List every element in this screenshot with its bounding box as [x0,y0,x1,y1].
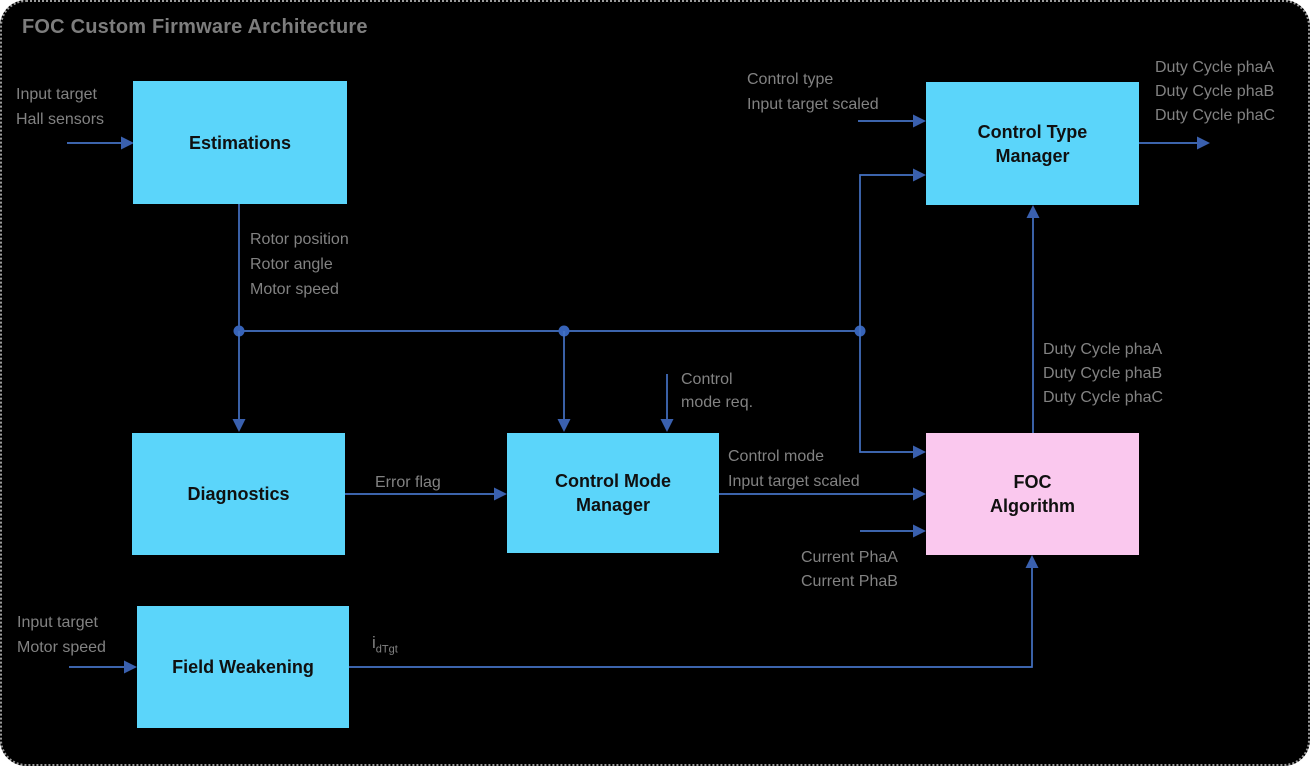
text-line: Input target [17,614,98,631]
edge-input-to-estimations [67,136,134,150]
text-line: Duty Cycle phaC [1043,389,1164,406]
text-line: Duty Cycle phaB [1043,365,1163,382]
edge-bus-to-control-type-manager [859,168,926,331]
idtgt-base: i [372,633,376,652]
text-line: Duty Cycle phaA [1155,59,1275,76]
text-line: FOC [1013,472,1052,492]
edge-foc-to-control-type-manager [1026,205,1040,433]
text-line: Control type [747,71,834,88]
text-line: Estimations [188,132,292,153]
edge-control-type-manager-output [1139,136,1210,150]
node-foc-algorithm[interactable]: FOC Algorithm [926,433,1139,555]
edge-bus-to-control-mode-manager [557,331,571,432]
text-line: Hall sensors [16,111,105,128]
text-line: Control Type [977,121,1088,142]
edge-control-mode-req [660,374,674,432]
label-duty-cycle-foc: Duty Cycle phaA Duty Cycle phaB Duty Cycle… [1043,338,1163,410]
edge-error-flag [345,487,507,501]
text-line: Current PhaB [801,573,898,590]
text-line: Manager [575,495,651,515]
text-line: Rotor angle [250,256,333,273]
label-duty-cycle-outputs: Duty Cycle phaA Duty Cycle phaB Duty Cycle… [1155,56,1275,128]
edge-input-to-control-type-manager [858,114,926,128]
label-control-mode-req: Control mode req. [681,368,753,414]
text-line: Motor speed [250,281,339,298]
label-current-inputs: Current PhaA Current PhaB [801,546,898,594]
text-line: Algorithm [990,496,1075,516]
idtgt-subscript: dTgt [375,643,398,656]
text-line: Duty Cycle phaA [1043,341,1163,358]
edge-currents-to-foc [860,524,926,538]
text-line: Duty Cycle phaB [1155,83,1275,100]
node-estimations[interactable]: Estimations [133,81,347,204]
label-idtgt: idTgt [372,630,398,655]
text-line: Duty Cycle phaC [1155,107,1276,124]
text-line: Rotor position [250,231,349,248]
text-line: Input target scaled [728,473,860,490]
edge-field-weakening-to-foc [349,555,1039,668]
diagram-title: FOC Custom Firmware Architecture [22,16,368,38]
node-diagnostics[interactable]: Diagnostics [132,433,345,555]
text-line: Control Mode [555,471,671,491]
edge-bus-to-diagnostics [232,331,246,432]
edge-input-to-field-weakening [69,660,137,674]
edge-control-mode-to-foc [719,487,926,501]
text-line: Control [681,371,733,388]
text-line: mode req. [681,394,754,411]
label-error-flag: Error flag [375,470,441,495]
text-line: Field Weakening [172,657,314,677]
edge-bus [233,325,866,337]
edge-bus-to-foc-algorithm [859,331,926,459]
text-line: Motor speed [17,639,106,656]
text-line: Control mode [728,448,825,465]
text-line: Error flag [375,474,441,491]
text-line: Manager [995,145,1070,166]
text-line: Current PhaA [801,549,898,566]
node-field-weakening[interactable]: Field Weakening [137,606,349,728]
text-line: Input target [16,86,97,103]
text-line: Input target scaled [747,96,879,113]
text-line: Diagnostics [187,484,290,504]
